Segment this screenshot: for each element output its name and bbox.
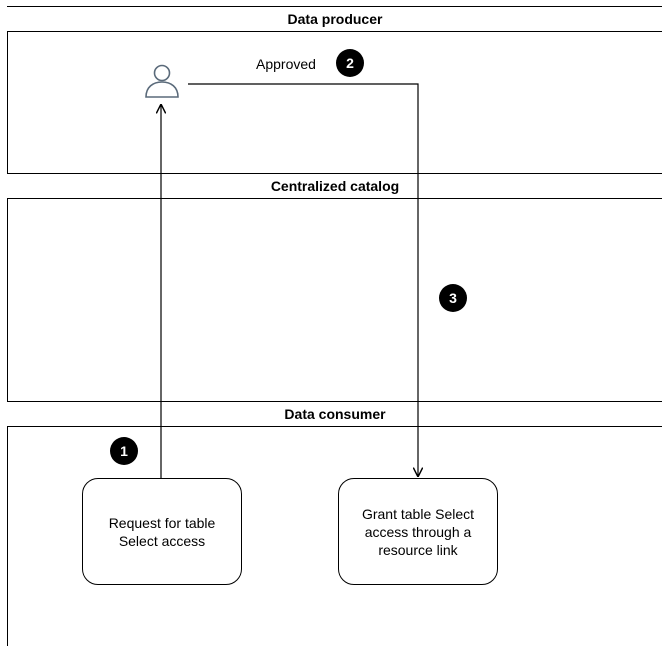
request-access-box: Request for table Select access — [82, 478, 242, 585]
lane-data-producer: Data producer — [7, 6, 662, 32]
lane-data-consumer: Data consumer — [7, 401, 662, 427]
grant-access-text: Grant table Select access through a reso… — [361, 505, 475, 558]
lane-centralized-catalog: Centralized catalog — [7, 173, 662, 199]
request-access-text: Request for table Select access — [108, 514, 216, 549]
step-2-badge: 2 — [336, 49, 364, 77]
approved-label: Approved — [256, 56, 316, 72]
user-icon — [143, 63, 181, 101]
step-3-badge: 3 — [439, 284, 467, 312]
approval-arrow — [188, 83, 418, 476]
grant-access-box: Grant table Select access through a reso… — [338, 478, 498, 585]
step-1-badge: 1 — [110, 437, 138, 465]
